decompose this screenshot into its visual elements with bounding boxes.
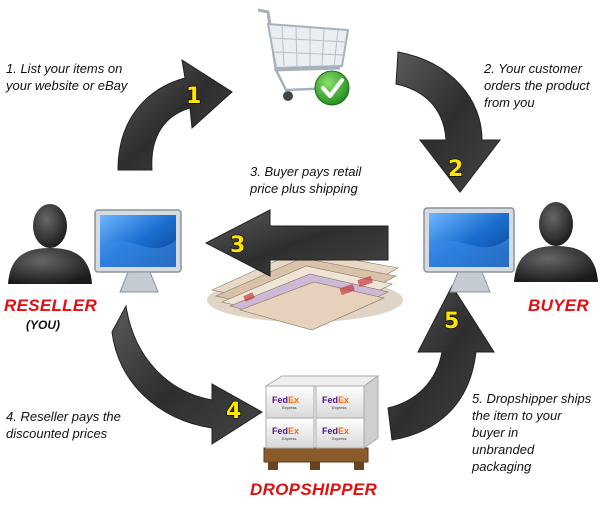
fedex-logo-sub: Express [282, 436, 296, 441]
package-pallet-icon: FedEx Express FedEx Express FedEx Expres… [263, 375, 380, 470]
shopping-cart-icon [257, 8, 350, 101]
svg-text:FedEx: FedEx [272, 395, 299, 405]
buyer-monitor-icon [423, 207, 515, 293]
step-number-1: 1 [186, 84, 201, 109]
fedex-logo-sub: Express [332, 405, 346, 410]
money-stack-icon [207, 249, 403, 331]
step-number-3: 3 [230, 233, 245, 258]
fedex-logo-part: Ex [288, 426, 299, 436]
arrow-4: 4 [111, 304, 263, 445]
svg-text:FedEx: FedEx [322, 395, 349, 405]
step-number-4: 4 [226, 399, 241, 424]
reseller-monitor-icon [94, 209, 182, 293]
svg-text:FedEx: FedEx [322, 426, 349, 436]
arrow-3: 3 [204, 209, 389, 277]
step-4-text: 4. Reseller pays the discounted prices [6, 409, 121, 441]
fedex-logo-part: Fed [322, 395, 338, 405]
step-number-2: 2 [448, 157, 463, 182]
arrow-1: 1 [117, 58, 233, 171]
fedex-logo-sub: Express [332, 436, 346, 441]
buyer-label: BUYER [528, 296, 590, 315]
svg-text:FedEx: FedEx [272, 426, 299, 436]
arrow-2: 2 [395, 51, 502, 193]
fedex-logo-part: Fed [272, 395, 288, 405]
buyer-person-icon [514, 202, 598, 282]
reseller-label: RESELLER [4, 296, 98, 315]
fedex-logo-sub: Express [282, 405, 296, 410]
fedex-logo-part: Fed [272, 426, 288, 436]
step-3-text: 3. Buyer pays retail price plus shipping [250, 164, 362, 196]
step-2-text: 2. Your customer orders the product from… [484, 61, 590, 110]
step-1-text: 1. List your items on your website or eB… [6, 61, 128, 93]
dropshipper-label: DROPSHIPPER [250, 480, 378, 499]
reseller-sub-label: (YOU) [26, 318, 60, 332]
step-number-5: 5 [444, 309, 459, 334]
fedex-logo-part: Ex [288, 395, 299, 405]
checkmark-icon [314, 70, 350, 106]
fedex-logo-part: Ex [338, 426, 349, 436]
reseller-person-icon [8, 204, 92, 284]
step-5-text: 5. Dropshipper ships the item to your bu… [472, 391, 592, 474]
fedex-logo-part: Ex [338, 395, 349, 405]
fedex-logo-part: Fed [322, 426, 338, 436]
arrow-5: 5 [387, 284, 495, 441]
